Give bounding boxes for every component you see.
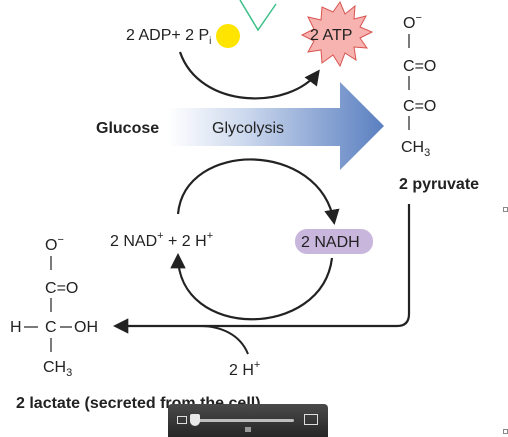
image-small-icon[interactable] [177, 416, 187, 424]
energy-glow-shape [239, 0, 277, 32]
svg-text:C: C [45, 319, 57, 336]
h-plus-label: 2 H+ [229, 359, 260, 379]
resize-handle[interactable] [503, 429, 508, 434]
pyruvate-label: 2 pyruvate [399, 176, 479, 193]
nad-label: 2 NAD+ + 2 H+ [110, 230, 213, 250]
bar-handle[interactable] [245, 427, 251, 432]
svg-text:O−: O− [45, 234, 64, 254]
pyruvate-to-lactate-path [112, 204, 411, 334]
svg-text:CH3: CH3 [401, 139, 430, 159]
image-large-icon[interactable] [304, 414, 318, 425]
svg-text:C=O: C=O [403, 98, 436, 115]
svg-text:OH: OH [74, 319, 98, 336]
nadh-bubble [295, 229, 373, 254]
svg-text:CH3: CH3 [43, 359, 72, 379]
zoom-slider-track[interactable] [194, 419, 294, 422]
svg-text:C=O: C=O [403, 58, 436, 75]
atp-burst [300, 0, 374, 68]
resize-handle[interactable] [503, 207, 508, 212]
pyruvate-structure: O− C=O C=O CH3 [401, 12, 436, 159]
nad-to-nadh-arc [176, 158, 340, 226]
zoom-slider-knob[interactable] [190, 414, 200, 426]
glucose-label: Glucose [96, 120, 159, 137]
nadh-to-nad-arc [170, 252, 334, 321]
adp-label: 2 ADP+ 2 Pi [126, 27, 211, 47]
adp-to-atp-arc [178, 51, 320, 100]
glycolysis-label: Glycolysis [212, 120, 284, 137]
lactate-structure: O− C=O H C OH CH3 [10, 234, 98, 379]
glycolysis-arrow [168, 82, 384, 170]
zoom-control-bar [168, 404, 328, 437]
svg-text:O−: O− [403, 12, 422, 32]
pi-circle [216, 24, 240, 48]
h-plus-branch [199, 325, 249, 355]
svg-text:C=O: C=O [45, 280, 78, 297]
atp-label: 2 ATP [310, 27, 352, 44]
svg-text:H: H [10, 319, 22, 336]
nadh-label: 2 NADH [301, 234, 360, 251]
